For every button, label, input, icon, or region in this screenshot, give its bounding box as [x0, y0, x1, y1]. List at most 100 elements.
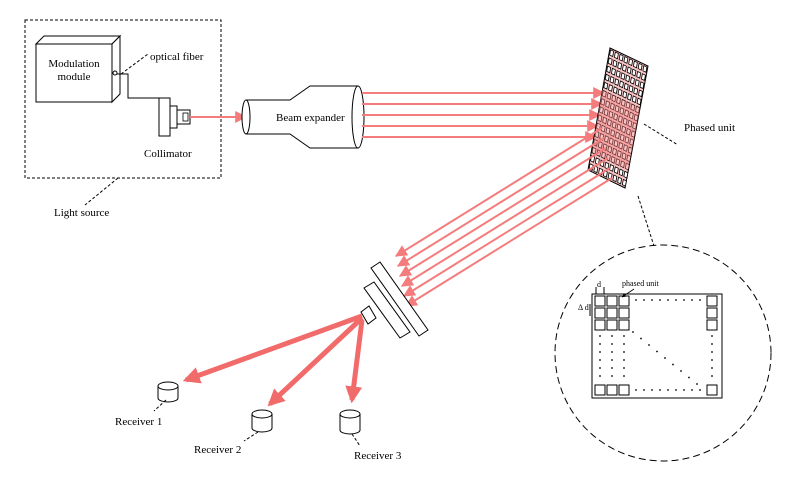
- phased-element: [625, 127, 631, 136]
- phased-element: [605, 126, 611, 135]
- detail-cell: [594, 319, 606, 331]
- phased-element: [604, 73, 610, 82]
- phased-element: [639, 81, 645, 90]
- phased-element: [623, 144, 628, 152]
- phased-element: [612, 147, 617, 156]
- light-source-leader: [84, 177, 119, 206]
- phased-element: [613, 166, 619, 175]
- phased-element: [606, 118, 612, 127]
- detail-dot: [711, 375, 713, 377]
- detail-dot: [688, 376, 690, 379]
- detail-dot: [711, 343, 713, 345]
- output-beams: [182, 313, 365, 407]
- phased-element: [623, 56, 629, 64]
- detail-dot: [691, 389, 693, 391]
- detail-dot: [683, 299, 685, 301]
- phased-element: [616, 123, 622, 132]
- phased-element: [615, 158, 621, 166]
- detail-dot: [623, 335, 625, 337]
- phased-element: [608, 84, 613, 92]
- detail-cell: [706, 384, 718, 396]
- phased-element: [623, 170, 629, 179]
- svg-text:Receiver 3: Receiver 3: [354, 450, 402, 462]
- detail-cell: [594, 384, 606, 396]
- phased-element: [618, 53, 624, 62]
- svg-text:Receiver 1: Receiver 1: [115, 416, 162, 428]
- collimator: Collimator: [144, 97, 192, 160]
- phased-element: [618, 141, 624, 150]
- detail-dot: [623, 359, 625, 361]
- phased-element: [621, 178, 627, 187]
- detail-cell: [618, 295, 630, 307]
- phased-element: [637, 62, 643, 71]
- svg-text:module: module: [58, 71, 91, 83]
- phased-element: [622, 90, 628, 99]
- svg-text:Beam expander: Beam expander: [276, 112, 345, 124]
- phased-unit-leader: [643, 123, 679, 146]
- phased-element: [617, 61, 623, 70]
- detail-dot: [664, 357, 666, 359]
- phased-element: [615, 70, 621, 78]
- detail-dot: [611, 375, 613, 377]
- phased-element: [593, 165, 599, 174]
- phased-element: [601, 151, 606, 160]
- phased-element: [614, 104, 620, 113]
- phased-element: [619, 107, 625, 115]
- light-source-boundary: [24, 19, 222, 179]
- detail-dot: [611, 367, 613, 369]
- modulation-module: Modulation module: [34, 34, 122, 104]
- phased-element: [621, 152, 627, 161]
- phased-element: [611, 94, 617, 103]
- svg-text:Modulation: Modulation: [48, 58, 100, 70]
- svg-text:d: d: [597, 280, 601, 289]
- optical-fiber-label: optical fiber: [150, 51, 204, 63]
- detail-cell: [594, 295, 606, 307]
- phased-element: [597, 114, 603, 123]
- detail-cell: [618, 307, 630, 319]
- receiving-lens-assembly: [360, 261, 429, 339]
- phased-element: [617, 88, 623, 97]
- detail-dot: [599, 335, 601, 337]
- phased-element: [607, 57, 613, 66]
- detail-dot: [640, 337, 642, 340]
- phased-element: [636, 70, 642, 79]
- phased-element: [613, 139, 619, 148]
- detail-cell: [606, 319, 618, 331]
- phased-element: [624, 135, 630, 144]
- detail-dot: [656, 350, 658, 353]
- detail-dot: [599, 359, 601, 361]
- detail-dot: [672, 363, 674, 366]
- detail-dot: [599, 343, 601, 345]
- phased-element: [631, 95, 637, 104]
- phased-element: [606, 65, 612, 74]
- phased-element: [609, 75, 615, 84]
- detail-cell: [706, 319, 718, 331]
- detail-dot: [623, 375, 625, 377]
- phased-element: [620, 160, 625, 169]
- detail-dot: [659, 389, 661, 391]
- detail-dot: [711, 351, 713, 353]
- phased-element: [608, 110, 614, 119]
- phased-element: [609, 102, 615, 111]
- detail-dot: [611, 335, 613, 337]
- phased-element: [617, 176, 623, 185]
- phased-element: [636, 97, 642, 106]
- detail-dot: [623, 343, 625, 345]
- phased-element: [609, 164, 615, 172]
- phased-element: [640, 73, 646, 81]
- phased-element: [642, 65, 648, 73]
- detail-dot: [635, 389, 637, 391]
- beam-expander: Beam expander: [241, 85, 365, 149]
- phased-element: [633, 87, 639, 95]
- detail-cell: [606, 384, 618, 396]
- detail-dot: [667, 389, 669, 391]
- detail-cell: [618, 319, 630, 331]
- phased-element: [604, 135, 609, 143]
- detail-connector: [637, 195, 655, 247]
- detail-cell: [606, 307, 618, 319]
- detail-dot: [611, 351, 613, 353]
- detail-dot: [667, 299, 669, 301]
- phased-element: [621, 125, 627, 134]
- phased-unit-label: Phased unit: [684, 122, 735, 134]
